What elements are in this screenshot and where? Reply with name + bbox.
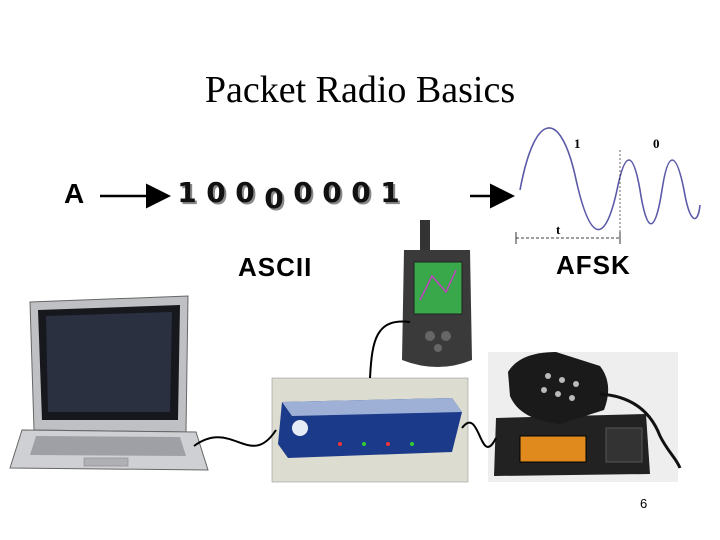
bit-digit: 0 [235,176,255,209]
ascii-bit-sequence: 1 0 0 0 0 0 0 1 [174,178,406,214]
mark-frequency-label: 1 [574,136,581,151]
afsk-label: AFSK [556,250,631,280]
cable-tnc-radio [461,421,497,448]
page-number: 6 [640,496,648,511]
cable-laptop-tnc [193,429,277,447]
period-label: t [556,222,561,237]
bit-digit: 0 [322,176,342,209]
tnc-modem-image [271,377,469,483]
gps-handheld-image [402,220,472,367]
bit-digit: 0 [351,176,371,209]
bit-digit: 1 [177,176,197,209]
bit-digit: 1 [380,176,400,209]
bit-digit: 0 [293,176,313,209]
ascii-label: ASCII [238,252,313,282]
slide-title: Packet Radio Basics [204,69,516,111]
afsk-waveform [515,127,701,244]
bit-digit: 0 [264,182,284,215]
bit-digit: 0 [206,176,226,209]
cable-gps-tnc [369,320,411,379]
input-character: A [64,178,86,209]
space-frequency-label: 0 [653,136,660,151]
afsk-wave-curve [519,127,701,231]
radio-transceiver-image [488,352,682,482]
laptop-image [9,295,209,471]
